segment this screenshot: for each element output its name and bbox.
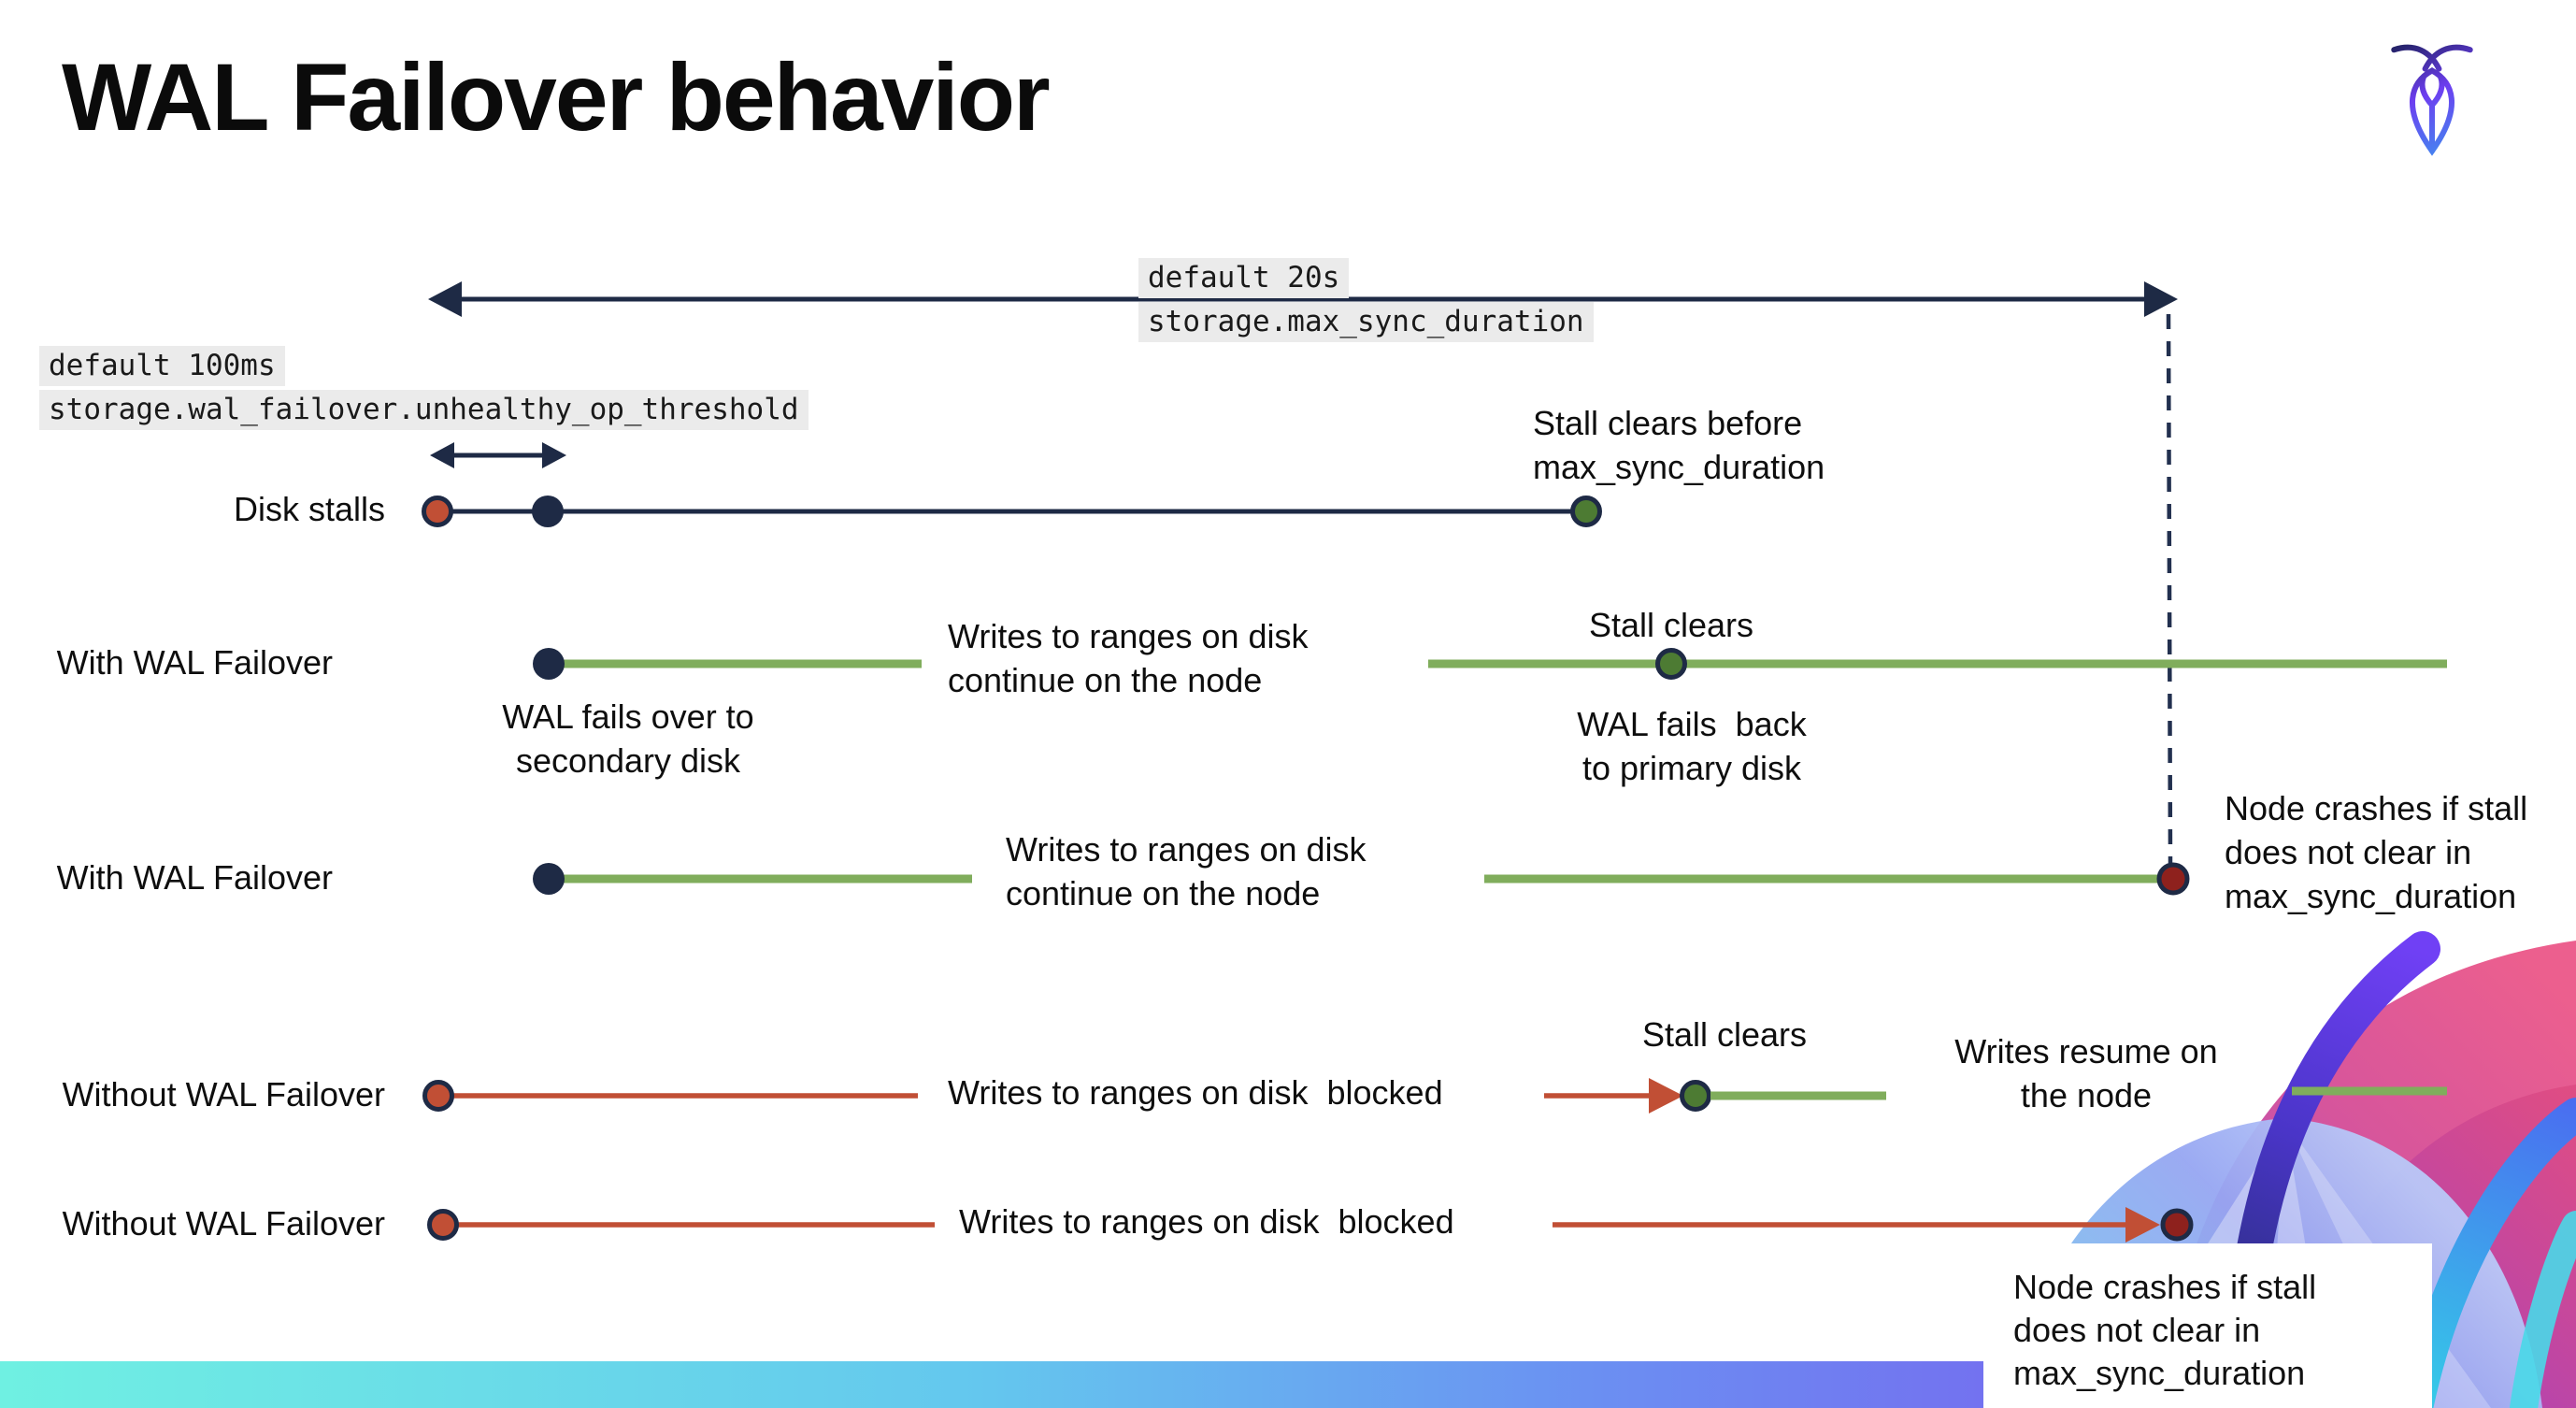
note-stall-clears-2: Stall clears [1641,1015,1808,1054]
max-sync-default-value: default 20s [1138,258,1350,298]
note-wal-fails-back: WAL fails back to primary disk [1577,705,1807,787]
timeline-disk-stalls [422,496,1602,527]
node-crash-callout: Node crashes if stall does not clear in … [1983,1243,2432,1408]
failover-dot [533,863,565,895]
row-label-with-failover-1: With WAL Failover [56,643,333,682]
failover-threshold-dot [532,496,564,527]
cockroachdb-logo-icon [2391,44,2473,156]
note-writes-continue-2: Writes to ranges on disk continue on the… [1006,830,1367,912]
crash-dot [2156,862,2190,896]
note-writes-blocked-2: Writes to ranges on disk blocked [959,1202,1454,1241]
row-label-without-failover-2: Without WAL Failover [62,1204,385,1243]
row-label-disk-stalls: Disk stalls [233,490,385,528]
row-label-with-failover-2: With WAL Failover [56,858,333,897]
failover-dot [533,648,565,680]
threshold-default-value: default 100ms [39,346,285,386]
stall-start-dot [422,1080,454,1112]
stall-start-dot [427,1209,459,1241]
page-title: WAL Failover behavior [62,44,1051,151]
note-stall-clears-before: Stall clears before max_sync_duration [1533,404,1825,486]
note-node-crashes-1: Node crashes if stall does not clear in … [2225,789,2528,915]
stall-start-dot [422,496,453,527]
note-writes-resume: Writes resume on the node [1954,1032,2218,1114]
timeline-with-failover-1 [533,648,2447,680]
note-node-crashes-2: Node crashes if stall does not clear in … [2013,1268,2317,1393]
timeline-without-failover-1 [422,1078,2447,1113]
note-stall-clears-1: Stall clears [1588,606,1754,644]
timeline-with-failover-2 [533,862,2190,896]
note-wal-fails-over: WAL fails over to secondary disk [502,697,754,780]
stall-clear-dot [1680,1080,1711,1112]
note-writes-blocked-1: Writes to ranges on disk blocked [948,1073,1443,1112]
threshold-setting-name: storage.wal_failover.unhealthy_op_thresh… [39,390,809,430]
timeline-without-failover-2 [427,1207,2194,1243]
row-label-without-failover-1: Without WAL Failover [62,1075,385,1113]
max-sync-deadline-dashed-line [2166,313,2173,865]
crash-dot [2160,1208,2194,1242]
unhealthy-op-threshold-label: default 100ms storage.wal_failover.unhea… [39,346,809,434]
max-sync-duration-arrow [428,281,2178,317]
unhealthy-op-threshold-arrow [430,442,566,468]
max-sync-duration-label: default 20s storage.max_sync_duration [1138,258,1594,346]
max-sync-setting-name: storage.max_sync_duration [1138,302,1594,342]
note-writes-continue-1: Writes to ranges on disk continue on the… [948,617,1309,699]
stall-clear-dot [1570,496,1602,527]
failback-dot [1655,648,1687,680]
